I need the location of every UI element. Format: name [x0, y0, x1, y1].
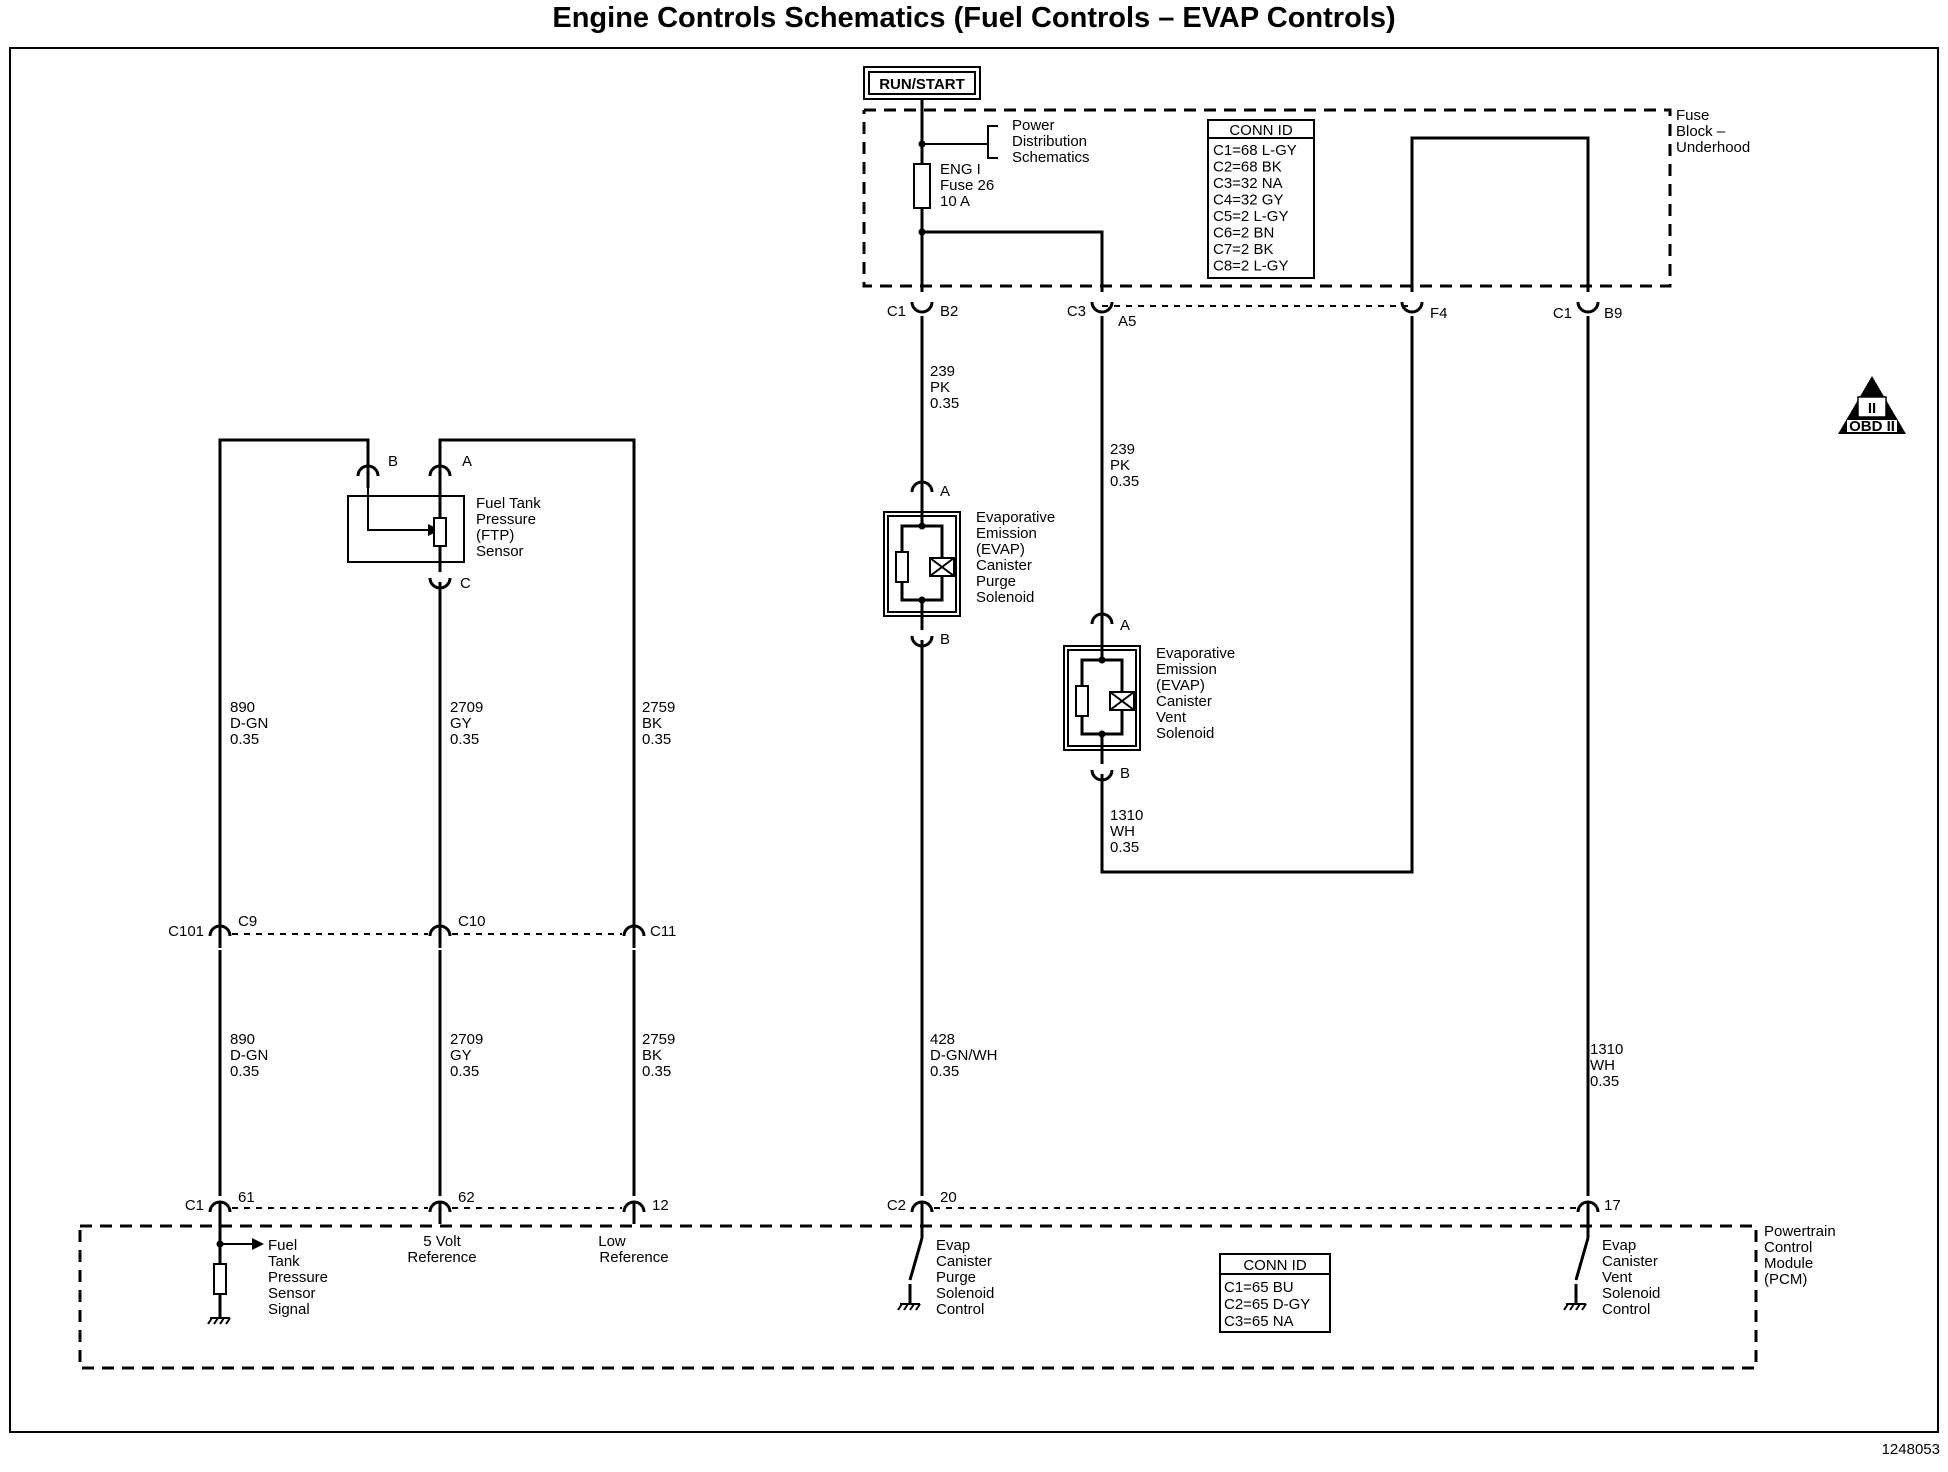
pcm-conn-id-table	[1219, 1253, 1331, 1333]
c101-pin-c11: C11	[650, 923, 676, 940]
vent-pin-a: A	[1120, 617, 1130, 634]
fb-conn-c3-a5: C3	[1067, 303, 1086, 320]
pcm-conn-id-header: CONN ID	[1243, 1257, 1307, 1274]
pcm-pin-62: 62	[458, 1189, 475, 1206]
fb-conn-c1-b9: C1	[1553, 305, 1572, 322]
obd-ii-badge	[1838, 376, 1906, 434]
pcm-pin-12: 12	[652, 1197, 669, 1214]
fb-pin-b9: B9	[1604, 305, 1622, 322]
c101-connector-1	[428, 924, 452, 948]
component-connector-bottom-0	[428, 577, 452, 590]
component-connector-2	[910, 480, 934, 504]
outer-frame	[9, 47, 1939, 1433]
ftp-pin-b: B	[388, 453, 398, 470]
page-title: Engine Controls Schematics (Fuel Control…	[552, 2, 1396, 34]
fb-pin-a5: A5	[1118, 313, 1136, 330]
run-start-label: RUN/START	[879, 76, 965, 93]
component-connector-bottom-1	[910, 635, 934, 648]
c101-pin-c10: C10	[458, 913, 486, 930]
fb-conn-c1-b2: C1	[887, 303, 906, 320]
pcm-connector-2	[622, 1200, 646, 1224]
pcm-pin-20: 20	[940, 1189, 957, 1206]
fuse-block-outline	[862, 108, 1672, 288]
pcm-outline	[78, 1224, 1758, 1370]
fuse-block-conn-id-header: CONN ID	[1229, 122, 1293, 139]
pcm-conn-c2: C2	[887, 1197, 906, 1214]
fb-pin-b2: B2	[940, 303, 958, 320]
ftp-pin-c: C	[460, 575, 471, 592]
component-connector-3	[1090, 612, 1114, 636]
fuse-26	[913, 163, 931, 209]
component-connector-1	[428, 464, 452, 488]
obd-badge-roman: II	[1868, 400, 1876, 417]
c101-pin-c9: C9	[238, 913, 257, 930]
obd-badge-text: OBD II	[1849, 418, 1895, 435]
purge-pin-a: A	[940, 483, 950, 500]
component-connector-0	[356, 464, 380, 488]
ftp-pin-a: A	[462, 453, 472, 470]
component-connector-bottom-2	[1090, 769, 1114, 782]
ftp-sensor-box	[347, 495, 465, 563]
fuse-block-connector-0	[910, 301, 934, 314]
pcm-conn-c1: C1	[185, 1197, 204, 1214]
pcm-pin-17: 17	[1604, 1197, 1621, 1214]
fuse-block-connector-1	[1090, 301, 1114, 314]
fb-pin-f4: F4	[1430, 305, 1448, 322]
fuse-block-conn-id-rows: C1=68 L-GY C2=68 BK C3=32 NA C4=32 GY C5…	[1213, 142, 1301, 275]
c101-connector-0	[208, 924, 232, 948]
c101-label: C101	[168, 923, 204, 940]
pcm-pin-61: 61	[238, 1189, 255, 1206]
c101-connector-2	[622, 924, 646, 948]
pcm-connector-1	[428, 1200, 452, 1224]
fuse-block-connector-3	[1576, 301, 1600, 314]
vent-pin-b: B	[1120, 765, 1130, 782]
fuse-block-conn-id-table	[1207, 119, 1315, 279]
purge-pin-b: B	[940, 631, 950, 648]
diagram-id: 1248053	[1882, 1441, 1940, 1458]
